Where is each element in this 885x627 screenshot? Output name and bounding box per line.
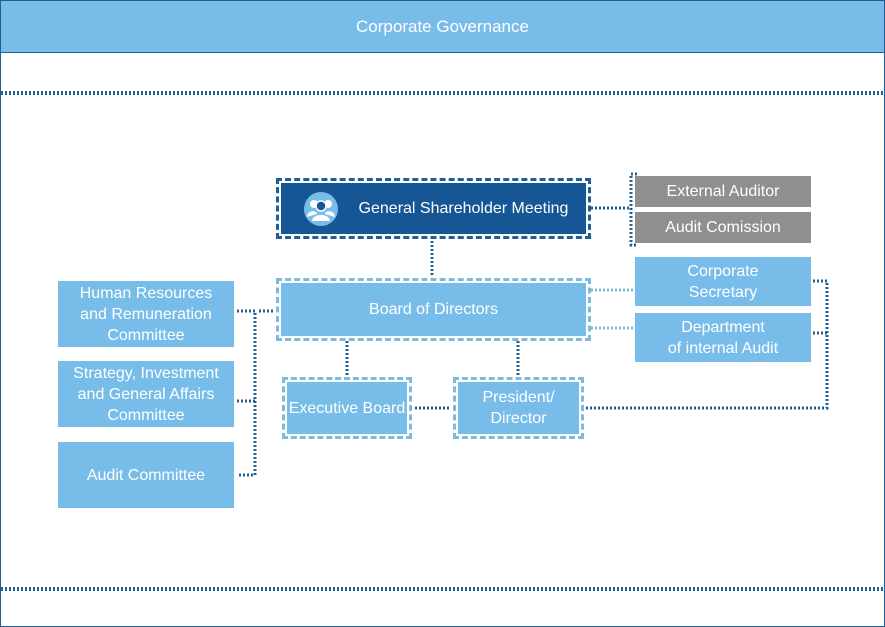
strategy-committee-node: Strategy, Investment and General Affairs… (58, 361, 234, 427)
people-group-icon (303, 191, 338, 226)
top-divider (1, 91, 884, 95)
bottom-divider (1, 587, 884, 591)
hr-committee-node: Human Resources and Remuneration Committ… (58, 281, 234, 347)
executive-board-node: Executive Board (282, 377, 412, 439)
gsm-label: General Shareholder Meeting (358, 200, 569, 217)
internal-audit-node: Department of internal Audit (635, 313, 811, 362)
president-director-node: President/ Director (453, 377, 584, 439)
board-of-directors-node: Board of Directors (276, 278, 591, 341)
page-title: Corporate Governance (1, 1, 884, 53)
audit-committee-node: Audit Committee (58, 442, 234, 508)
audit-commission-node: Audit Comission (635, 212, 811, 243)
general-shareholder-meeting-node: General Shareholder Meeting (276, 178, 591, 239)
external-auditor-node: External Auditor (635, 176, 811, 207)
corporate-secretary-node: Corporate Secretary (635, 257, 811, 306)
